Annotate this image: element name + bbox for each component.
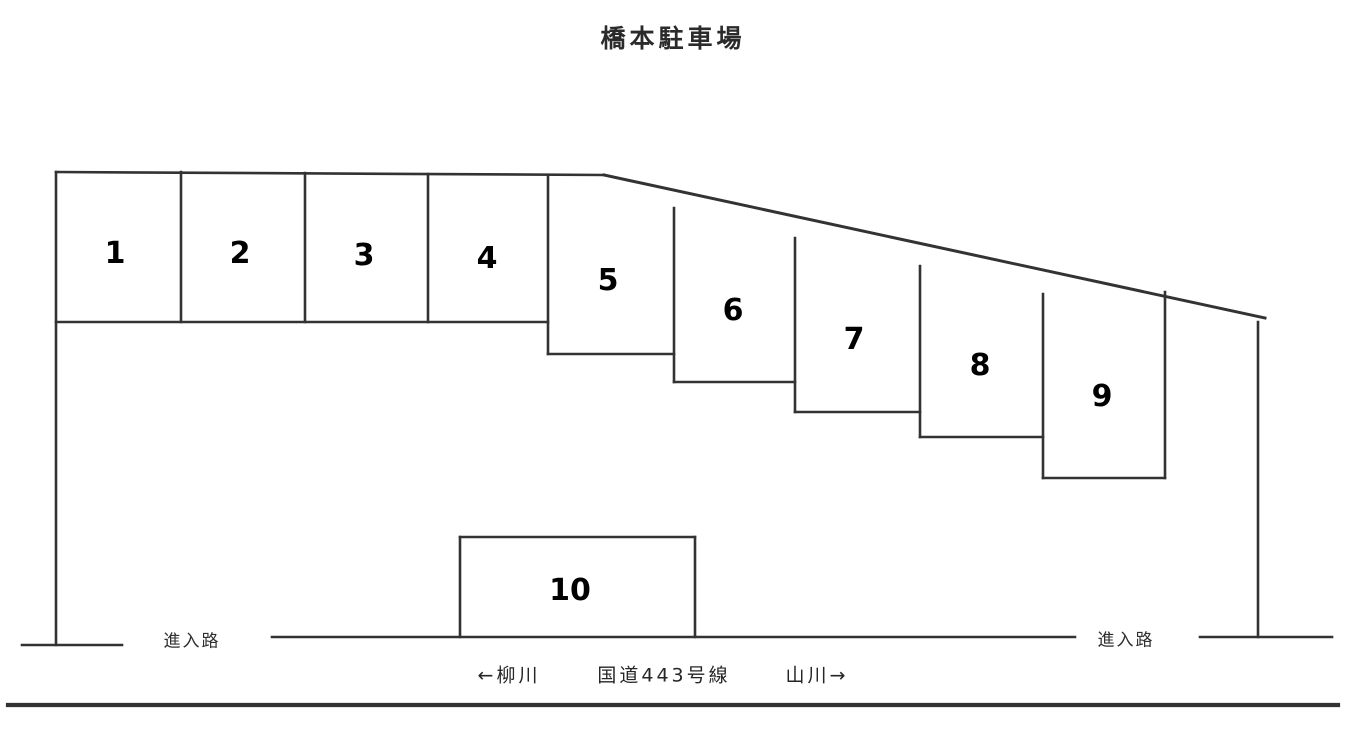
top-boundary-line [54, 170, 606, 177]
stall-number-8: 8 [969, 348, 991, 383]
stall-number-5: 5 [597, 263, 619, 298]
page-title: 橋本駐車場 [600, 24, 746, 53]
stall-number-6: 6 [722, 293, 744, 328]
stall-number-9: 9 [1091, 379, 1113, 414]
north-slope-boundary [602, 173, 1267, 320]
stall-number-1: 1 [104, 236, 126, 271]
stall-number-3: 3 [353, 238, 375, 273]
stall-number-4: 4 [476, 241, 498, 276]
road-name: 国道443号線 [597, 664, 731, 687]
stall-number-7: 7 [843, 322, 865, 357]
entrance-label-right: 進入路 [1097, 630, 1155, 651]
stall-number-10: 10 [549, 573, 591, 608]
entrance-label-left: 進入路 [163, 631, 221, 652]
road-direction-left: ←柳川 [477, 664, 541, 687]
stall-number-2: 2 [229, 236, 251, 271]
road-direction-right: 山川→ [785, 664, 849, 687]
